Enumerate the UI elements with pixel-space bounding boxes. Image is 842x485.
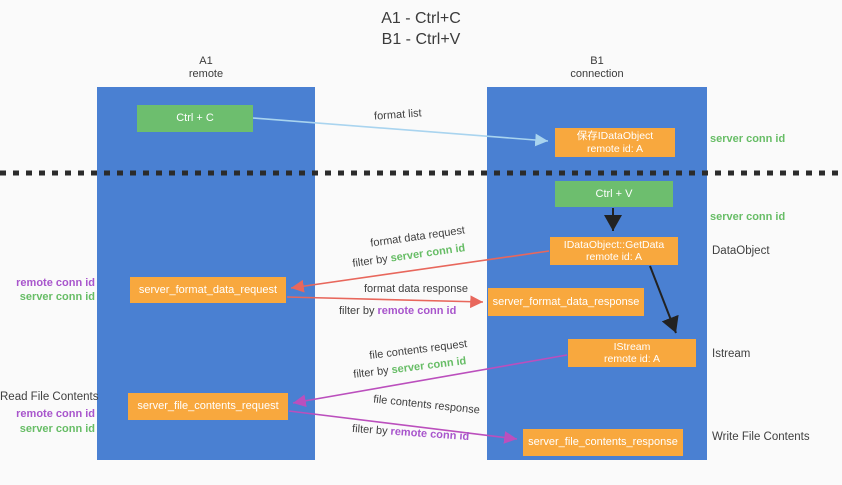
node-save-idataobject-line2: remote id: A — [586, 142, 644, 155]
diagram-title: A1 - Ctrl+C B1 - Ctrl+V — [0, 8, 842, 50]
title-line-a1: A1 - Ctrl+C — [381, 10, 461, 27]
filter-by-text: filter by — [339, 305, 375, 317]
remote-conn-id-text: remote conn id — [390, 425, 470, 444]
node-server-format-data-response-label: server_format_data_response — [492, 295, 640, 308]
lane-header-b1: B1 connection — [487, 55, 707, 81]
node-ctrl-c: Ctrl + C — [137, 105, 253, 132]
lane-b1-name: B1 — [590, 55, 604, 67]
file-contents-response-label: file contents response — [372, 393, 481, 417]
format-data-response-label: format data response — [364, 283, 468, 295]
node-save-idataobject-line1: 保存IDataObject — [576, 130, 654, 142]
format-data-request-filter-label: filter byserver conn id — [352, 242, 466, 270]
right-istream-label: Istream — [712, 348, 751, 360]
filter-by-text: filter by — [351, 253, 389, 270]
left-read-file-contents-label: Read File Contents — [0, 391, 99, 403]
node-server-file-contents-response-label: server_file_contents_response — [528, 436, 678, 448]
node-server-format-data-response: server_format_data_response — [488, 288, 644, 316]
node-idataobject-getdata-line1: IDataObject::GetData — [563, 238, 665, 251]
right-dataobject-label: DataObject — [712, 245, 770, 257]
filter-by-text: filter by — [351, 422, 388, 438]
format-list-label: format list — [373, 107, 423, 123]
node-istream-line1: IStream — [613, 340, 651, 353]
node-server-format-data-request: server_format_data_request — [130, 277, 286, 303]
right-write-file-contents-label: Write File Contents — [712, 431, 810, 443]
filter-by-text: filter by — [352, 364, 390, 381]
right-server-conn-id-label-2: server conn id — [710, 211, 786, 223]
node-ctrl-c-label: Ctrl + C — [176, 112, 214, 124]
remote-conn-id-text: remote conn id — [377, 305, 457, 317]
node-server-file-contents-response: server_file_contents_response — [523, 429, 683, 456]
node-server-format-data-request-label: server_format_data_request — [138, 283, 278, 296]
node-server-file-contents-request: server_file_contents_request — [128, 393, 288, 420]
node-ctrl-v-label: Ctrl + V — [595, 187, 633, 200]
left-server-conn-id-label-2: server conn id — [19, 423, 95, 435]
node-ctrl-v: Ctrl + V — [555, 181, 673, 207]
lane-a1-subtitle: remote — [188, 68, 224, 80]
left-remote-conn-id-label-1: remote conn id — [16, 277, 95, 289]
server-conn-id-text: server conn id — [389, 242, 466, 265]
format-data-response-arrow — [286, 295, 484, 309]
lane-header-a1: A1 remote — [97, 55, 315, 81]
lane-a1-name: A1 — [199, 55, 213, 67]
left-server-conn-id-label-1: server conn id — [19, 291, 95, 303]
left-remote-conn-id-label-2: remote conn id — [16, 408, 95, 420]
lane-b1-subtitle: connection — [570, 68, 624, 80]
server-conn-id-text: server conn id — [390, 355, 467, 377]
node-idataobject-getdata: IDataObject::GetData remote id: A — [550, 237, 678, 265]
title-line-b1: B1 - Ctrl+V — [381, 31, 461, 48]
node-istream-line2: remote id: A — [603, 353, 661, 365]
node-save-idataobject: 保存IDataObject remote id: A — [555, 128, 675, 157]
node-istream: IStream remote id: A — [568, 339, 696, 367]
node-server-file-contents-request-label: server_file_contents_request — [137, 400, 279, 412]
node-idataobject-getdata-line2: remote id: A — [585, 251, 643, 263]
right-server-conn-id-label-1: server conn id — [710, 133, 786, 145]
